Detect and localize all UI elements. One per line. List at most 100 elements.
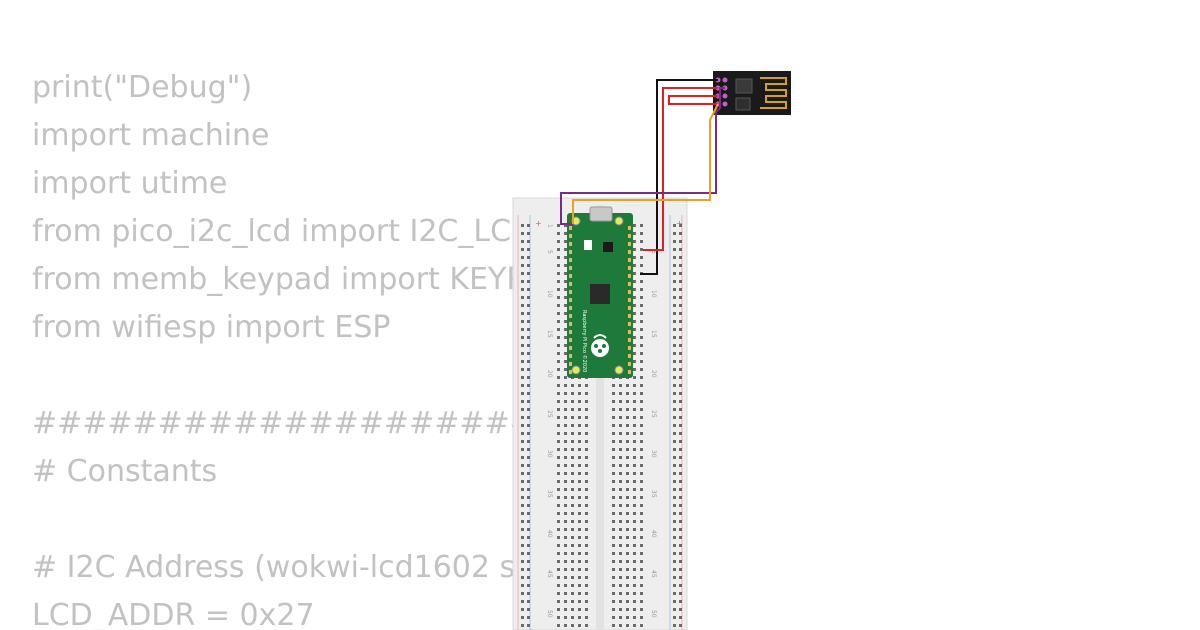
breadboard-hole[interactable] xyxy=(557,384,560,387)
breadboard-hole[interactable] xyxy=(585,544,588,547)
breadboard-hole[interactable] xyxy=(521,408,524,411)
breadboard-hole[interactable] xyxy=(564,616,567,619)
breadboard-hole[interactable] xyxy=(612,560,615,563)
breadboard-hole[interactable] xyxy=(527,376,530,379)
breadboard-hole[interactable] xyxy=(626,568,629,571)
breadboard-hole[interactable] xyxy=(521,616,524,619)
breadboard-hole[interactable] xyxy=(527,432,530,435)
breadboard-hole[interactable] xyxy=(673,360,676,363)
breadboard-hole[interactable] xyxy=(578,496,581,499)
pico-pin[interactable] xyxy=(569,226,572,230)
breadboard-hole[interactable] xyxy=(633,360,636,363)
breadboard-hole[interactable] xyxy=(633,392,636,395)
breadboard-hole[interactable] xyxy=(557,448,560,451)
breadboard-hole[interactable] xyxy=(619,544,622,547)
breadboard-hole[interactable] xyxy=(679,432,682,435)
breadboard-hole[interactable] xyxy=(557,232,560,235)
breadboard-hole[interactable] xyxy=(679,608,682,611)
breadboard-hole[interactable] xyxy=(521,624,524,627)
breadboard-hole[interactable] xyxy=(640,472,643,475)
breadboard-hole[interactable] xyxy=(626,488,629,491)
breadboard-hole[interactable] xyxy=(578,488,581,491)
breadboard-hole[interactable] xyxy=(633,336,636,339)
breadboard-hole[interactable] xyxy=(564,432,567,435)
breadboard-hole[interactable] xyxy=(673,600,676,603)
breadboard-hole[interactable] xyxy=(679,480,682,483)
breadboard-hole[interactable] xyxy=(612,456,615,459)
breadboard-hole[interactable] xyxy=(585,440,588,443)
breadboard-hole[interactable] xyxy=(679,456,682,459)
breadboard-hole[interactable] xyxy=(557,368,560,371)
breadboard-hole[interactable] xyxy=(633,400,636,403)
breadboard-hole[interactable] xyxy=(571,528,574,531)
breadboard-hole[interactable] xyxy=(527,312,530,315)
breadboard-hole[interactable] xyxy=(571,584,574,587)
breadboard-hole[interactable] xyxy=(633,616,636,619)
breadboard-hole[interactable] xyxy=(521,360,524,363)
breadboard-hole[interactable] xyxy=(557,416,560,419)
breadboard-hole[interactable] xyxy=(626,432,629,435)
breadboard-hole[interactable] xyxy=(619,592,622,595)
breadboard-hole[interactable] xyxy=(564,360,567,363)
breadboard-hole[interactable] xyxy=(564,560,567,563)
breadboard-hole[interactable] xyxy=(640,344,643,347)
breadboard-hole[interactable] xyxy=(612,584,615,587)
breadboard-hole[interactable] xyxy=(640,528,643,531)
breadboard-hole[interactable] xyxy=(557,528,560,531)
breadboard-hole[interactable] xyxy=(612,528,615,531)
breadboard-hole[interactable] xyxy=(640,488,643,491)
breadboard-hole[interactable] xyxy=(557,608,560,611)
breadboard-hole[interactable] xyxy=(640,544,643,547)
breadboard-hole[interactable] xyxy=(564,464,567,467)
breadboard-hole[interactable] xyxy=(640,464,643,467)
pico-pin[interactable] xyxy=(628,282,631,286)
breadboard-hole[interactable] xyxy=(585,400,588,403)
breadboard-hole[interactable] xyxy=(564,520,567,523)
wire-black[interactable] xyxy=(640,79,718,275)
breadboard-hole[interactable] xyxy=(557,496,560,499)
breadboard-hole[interactable] xyxy=(673,384,676,387)
breadboard-hole[interactable] xyxy=(564,296,567,299)
wire-red[interactable] xyxy=(668,95,718,105)
bootsel-button-icon[interactable] xyxy=(584,240,592,250)
breadboard-hole[interactable] xyxy=(612,416,615,419)
breadboard-hole[interactable] xyxy=(633,496,636,499)
breadboard-hole[interactable] xyxy=(626,448,629,451)
breadboard-hole[interactable] xyxy=(640,424,643,427)
breadboard-hole[interactable] xyxy=(571,392,574,395)
breadboard-hole[interactable] xyxy=(571,600,574,603)
breadboard-hole[interactable] xyxy=(557,504,560,507)
breadboard-hole[interactable] xyxy=(633,536,636,539)
breadboard-hole[interactable] xyxy=(679,264,682,267)
breadboard-hole[interactable] xyxy=(527,544,530,547)
pico-pin[interactable] xyxy=(569,298,572,302)
breadboard-hole[interactable] xyxy=(673,456,676,459)
breadboard-hole[interactable] xyxy=(527,256,530,259)
breadboard-hole[interactable] xyxy=(521,232,524,235)
breadboard-hole[interactable] xyxy=(527,488,530,491)
breadboard-hole[interactable] xyxy=(521,392,524,395)
breadboard-hole[interactable] xyxy=(571,448,574,451)
breadboard-hole[interactable] xyxy=(578,464,581,467)
breadboard-hole[interactable] xyxy=(585,496,588,499)
breadboard-hole[interactable] xyxy=(521,264,524,267)
breadboard-hole[interactable] xyxy=(640,480,643,483)
breadboard-hole[interactable] xyxy=(673,480,676,483)
breadboard-hole[interactable] xyxy=(679,512,682,515)
breadboard-hole[interactable] xyxy=(585,536,588,539)
breadboard-hole[interactable] xyxy=(578,616,581,619)
breadboard-hole[interactable] xyxy=(679,552,682,555)
breadboard-hole[interactable] xyxy=(578,528,581,531)
breadboard-hole[interactable] xyxy=(619,608,622,611)
breadboard-hole[interactable] xyxy=(633,288,636,291)
pico-pin[interactable] xyxy=(569,234,572,238)
breadboard-hole[interactable] xyxy=(679,392,682,395)
breadboard-hole[interactable] xyxy=(564,288,567,291)
breadboard-hole[interactable] xyxy=(640,440,643,443)
breadboard-hole[interactable] xyxy=(557,536,560,539)
breadboard-hole[interactable] xyxy=(633,240,636,243)
breadboard-hole[interactable] xyxy=(578,512,581,515)
pico-pin[interactable] xyxy=(628,234,631,238)
breadboard-hole[interactable] xyxy=(527,504,530,507)
breadboard-hole[interactable] xyxy=(640,496,643,499)
